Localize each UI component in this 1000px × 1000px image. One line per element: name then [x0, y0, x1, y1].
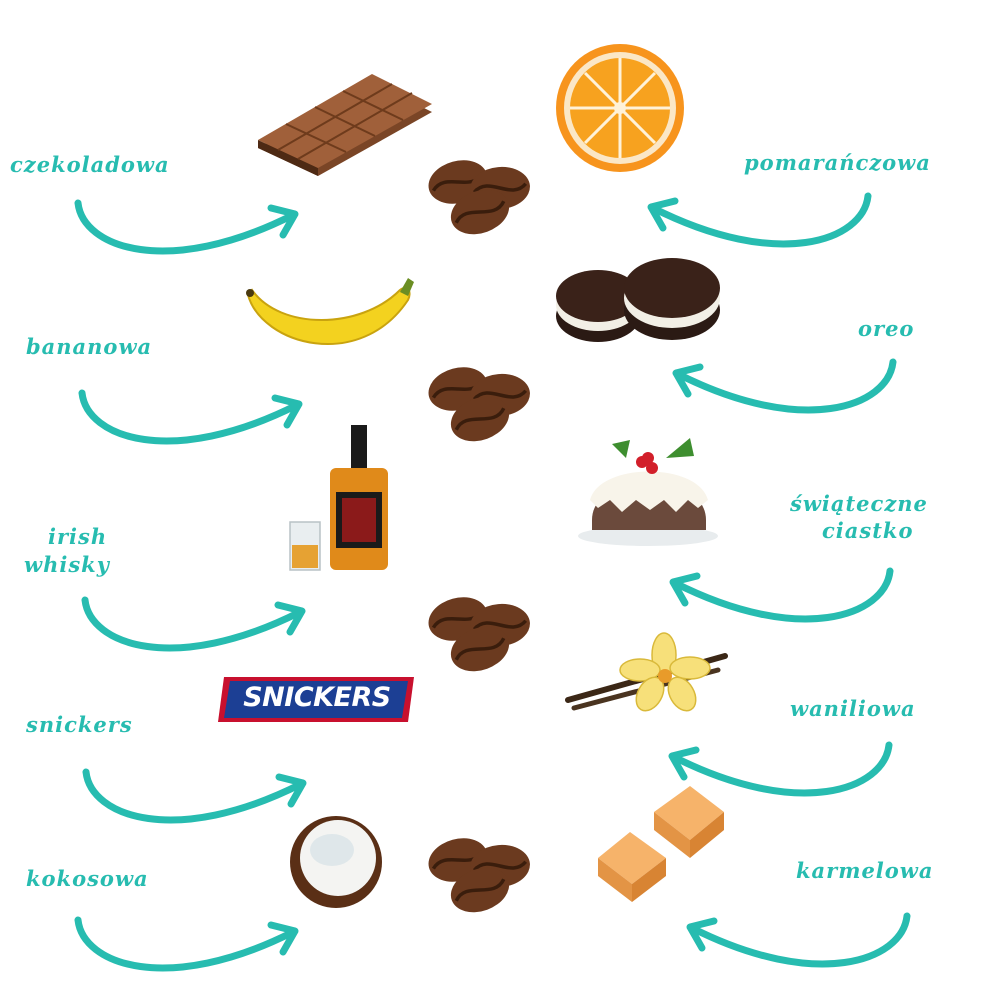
vanilla-flower-icon [565, 632, 728, 712]
oreo-cookie-icon [556, 258, 720, 342]
label-whisky: whisky [24, 552, 110, 577]
label-irish: irish [48, 524, 108, 549]
label-ciastko: ciastko [822, 518, 914, 543]
label-waniliowa: waniliowa [790, 696, 916, 721]
label-pomaranczowa: pomarańczowa [744, 150, 931, 175]
snickers-logo-text: SNICKERS [243, 682, 391, 713]
label-kokosowa: kokosowa [26, 866, 149, 891]
snickers-logo-text-wrap: SNICKERS [220, 675, 414, 721]
christmas-pudding-icon [578, 438, 718, 546]
label-czekoladowa: czekoladowa [10, 152, 170, 177]
label-oreo: oreo [858, 316, 915, 341]
label-swiateczne: świąteczne [790, 491, 928, 516]
banana-icon [246, 278, 414, 346]
caramel-candy-icon [598, 786, 724, 902]
orange-icon [556, 44, 684, 172]
label-karmelowa: karmelowa [796, 858, 934, 883]
label-bananowa: bananowa [26, 334, 153, 359]
label-snickers: snickers [26, 712, 133, 737]
chocolate-bar-icon [258, 74, 432, 176]
whisky-bottle-icon [289, 425, 388, 571]
snickers-logo [218, 677, 414, 722]
coconut-icon [290, 816, 382, 908]
